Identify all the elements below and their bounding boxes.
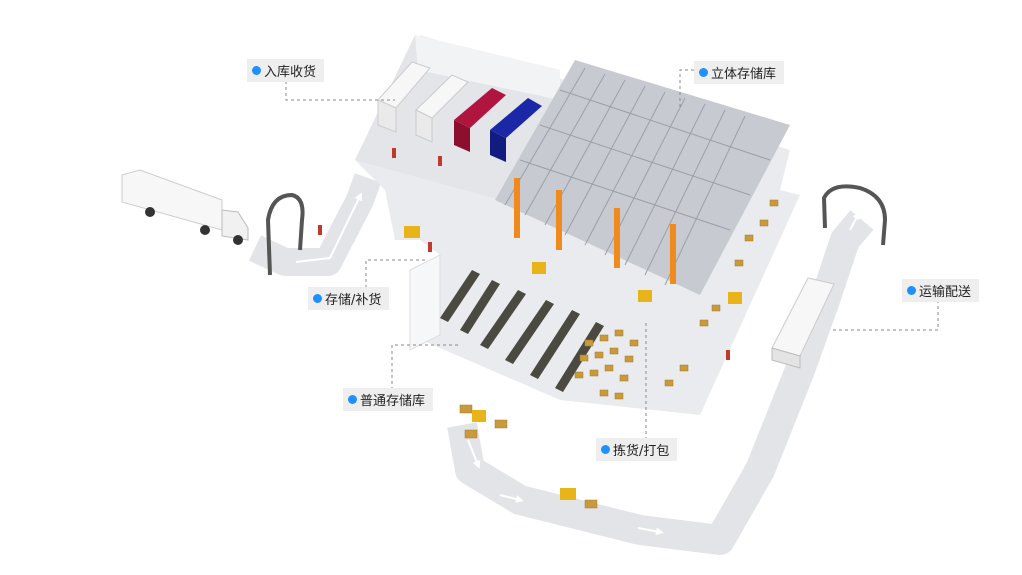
bullet-icon [252, 66, 261, 75]
bullet-icon [907, 286, 916, 295]
dock-truck-1 [377, 61, 431, 133]
inbound-truck [121, 169, 249, 245]
label-transport: 运输配送 [902, 279, 980, 302]
outbound-path [447, 210, 874, 555]
bullet-icon [313, 294, 322, 303]
outbound-truck [771, 277, 835, 369]
inbound-gate [265, 192, 305, 276]
dock-truck-2 [415, 74, 469, 143]
label-picking: 拣货/打包 [596, 438, 678, 461]
bullet-icon [348, 395, 357, 404]
inbound-path [249, 173, 382, 276]
bullet-icon [601, 445, 610, 454]
label-transport-text: 运输配送 [919, 285, 972, 300]
label-regular-warehouse: 普通存储库 [343, 388, 434, 411]
dock-truck-red [454, 88, 506, 152]
label-storage: 存储/补货 [308, 287, 390, 310]
label-picking-text: 拣货/打包 [613, 444, 670, 459]
asrs-racks [495, 60, 790, 295]
callout-lines [285, 69, 939, 440]
regular-storage-wall [409, 254, 441, 351]
regular-storage-shelves [440, 270, 604, 392]
dock-truck-blue [490, 98, 542, 162]
label-receiving-text: 入库收货 [264, 65, 317, 80]
bullet-icon [699, 68, 708, 77]
label-regular-warehouse-text: 普通存储库 [360, 394, 426, 409]
label-receiving: 入库收货 [247, 59, 325, 82]
label-asrs-text: 立体存储库 [711, 67, 777, 82]
label-asrs: 立体存储库 [694, 61, 785, 84]
worker [318, 148, 730, 360]
outbound-gate [821, 184, 888, 246]
picking-boxes [459, 199, 779, 509]
label-storage-text: 存储/补货 [325, 293, 382, 308]
receiving-wall [415, 35, 560, 100]
forklift [404, 226, 742, 500]
